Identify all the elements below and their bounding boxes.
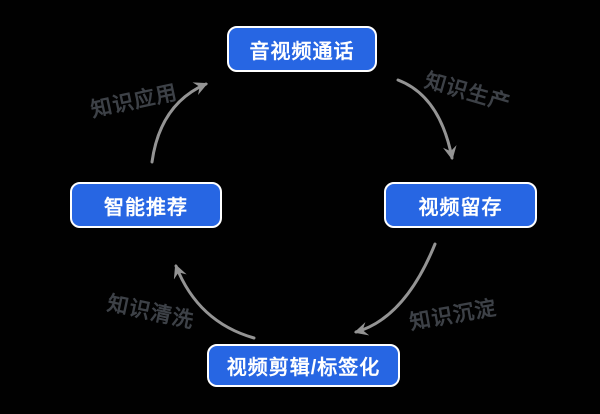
node-audio-video-call-label: 音视频通话 [249, 40, 355, 63]
node-video-editing-tagging-label: 视频剪辑/标签化 [226, 357, 381, 379]
arrow-bottom-to-left [173, 264, 256, 340]
node-smart-recommendation: 智能推荐 [70, 182, 222, 228]
node-video-retention: 视频留存 [384, 182, 537, 228]
node-smart-recommendation-label: 智能推荐 [104, 196, 188, 219]
node-video-retention-label: 视频留存 [418, 196, 503, 219]
node-audio-video-call: 音视频通话 [227, 26, 377, 72]
arrow-left-to-top [150, 82, 208, 164]
arrow-right-to-bottom [354, 242, 437, 336]
node-video-editing-tagging: 视频剪辑/标签化 [207, 344, 400, 387]
arrow-top-to-right [396, 78, 457, 161]
